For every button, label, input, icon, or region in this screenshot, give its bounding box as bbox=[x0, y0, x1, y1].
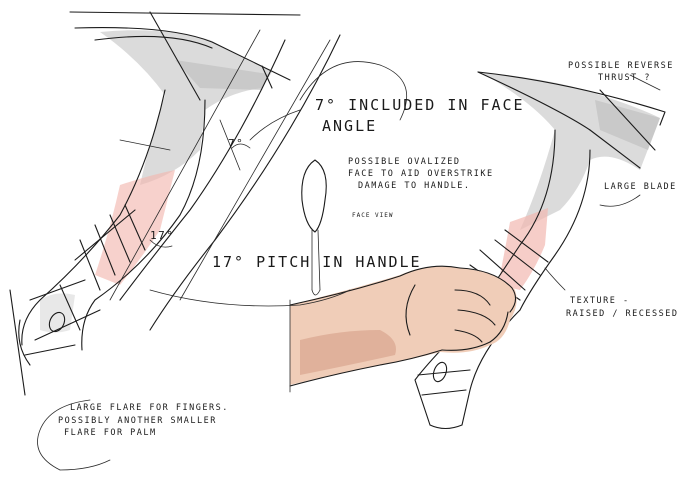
right-handle-shading bbox=[498, 208, 548, 290]
oval-face-note: Possible ovalized bbox=[348, 157, 461, 167]
reverse-thrust-note-line2: thrust ? bbox=[598, 73, 651, 83]
angle-7-label: 7° bbox=[228, 137, 245, 150]
flare-palm-note: Possibly another smaller bbox=[58, 416, 217, 426]
large-blade-note: Large blade bbox=[604, 182, 677, 192]
hand-drawing bbox=[289, 265, 517, 393]
left-blade-shading bbox=[100, 30, 272, 186]
right-axe-drawing bbox=[414, 71, 666, 430]
texture-note: Texture - bbox=[570, 296, 630, 306]
pitch-note: 17° pitch in handle bbox=[212, 253, 422, 271]
left-axe-drawing bbox=[9, 11, 341, 396]
texture-note-line2: raised / recessed bbox=[566, 309, 679, 319]
reverse-thrust-note: Possible reverse bbox=[568, 61, 674, 71]
angle-17-label: 17° bbox=[150, 229, 175, 242]
oval-face-note-line2: face to aid overstrike bbox=[348, 169, 494, 179]
included-angle-note: 7° included in face bbox=[315, 96, 525, 114]
included-angle-note-line2: angle bbox=[322, 117, 378, 135]
flare-fingers-note: Large flare for fingers. bbox=[70, 403, 229, 413]
flare-palm-note-line2: flare for palm bbox=[64, 428, 157, 438]
face-view-label: face view bbox=[352, 212, 394, 219]
callout-lines bbox=[37, 61, 661, 471]
face-view-drawing bbox=[301, 159, 327, 296]
oval-face-note-line3: damage to handle. bbox=[358, 181, 471, 191]
